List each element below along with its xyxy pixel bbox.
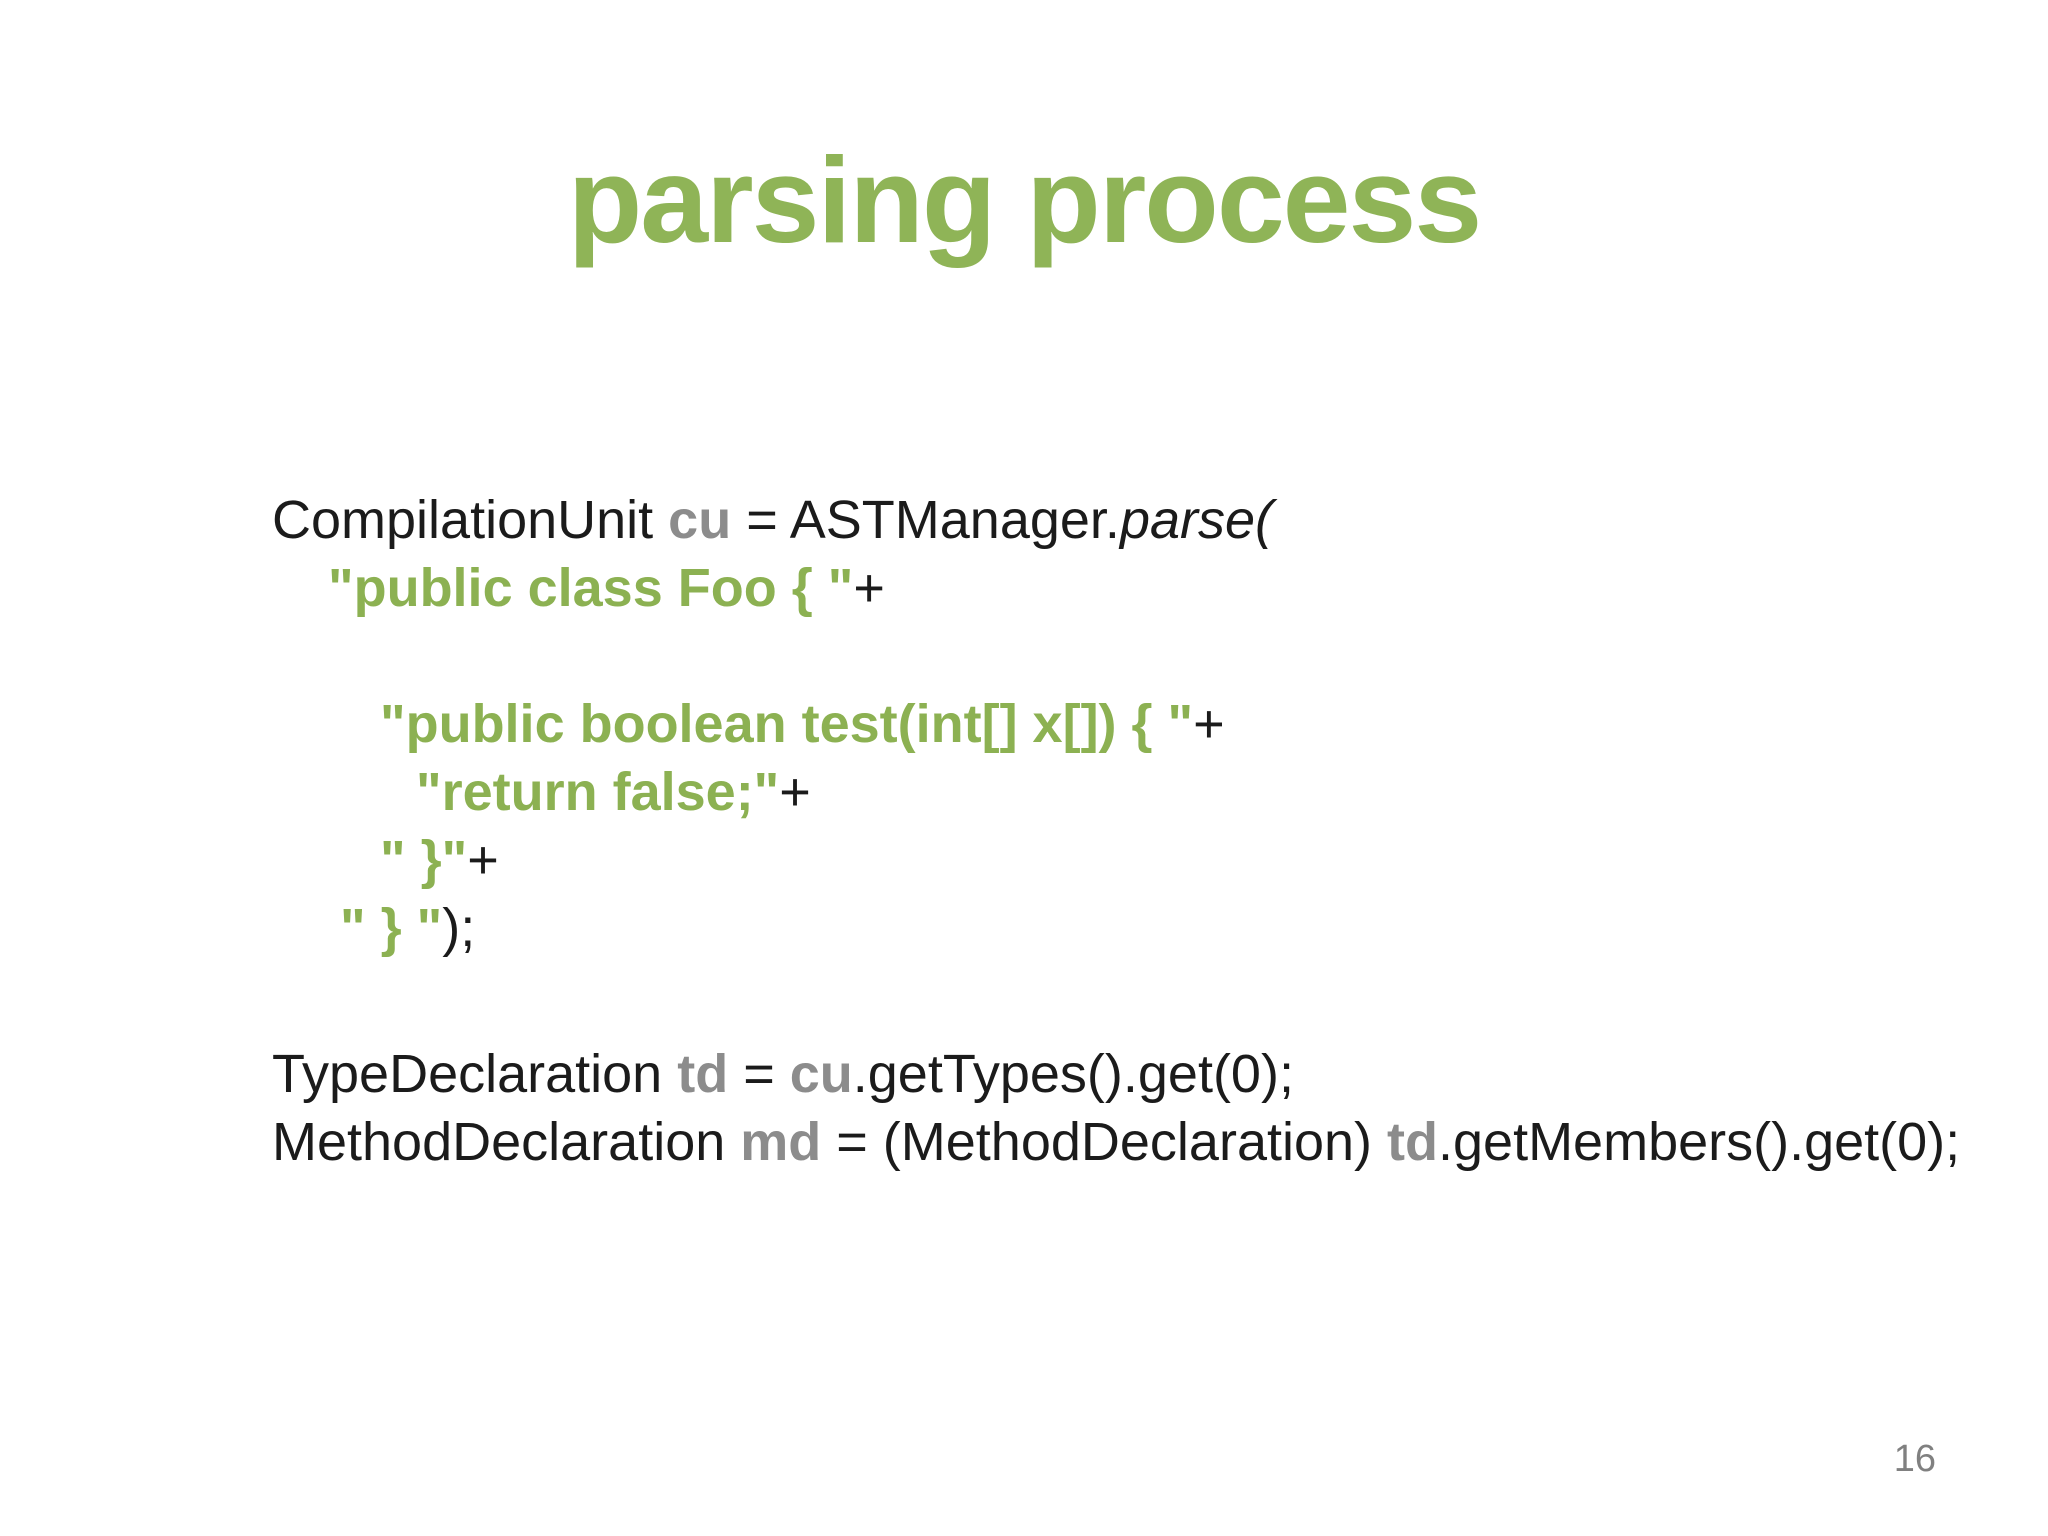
plus-operator: +: [1193, 694, 1225, 754]
code-block: CompilationUnit cu = ASTManager.parse( "…: [272, 486, 1960, 1176]
code-segment: .getTypes().get(0);: [852, 1044, 1294, 1104]
variable-cu: cu: [668, 490, 732, 550]
code-segment: .getMembers().get(0);: [1438, 1112, 1961, 1172]
code-segment: = (MethodDeclaration): [821, 1112, 1388, 1172]
string-literal: " }": [380, 830, 468, 890]
type-name: MethodDeclaration: [272, 1112, 741, 1172]
string-literal: " } ": [340, 898, 443, 958]
plus-operator: +: [467, 830, 499, 890]
string-literal: "public boolean test(int[] x[]) { ": [380, 694, 1194, 754]
string-literal: "return false;": [416, 762, 780, 822]
variable-td: td: [1387, 1112, 1438, 1172]
code-line-class-string: "public class Foo { "+: [272, 554, 1960, 622]
string-literal: "public class Foo { ": [328, 558, 854, 618]
code-line-compilation-unit: CompilationUnit cu = ASTManager.parse(: [272, 486, 1960, 554]
slide-title: parsing process: [567, 132, 1482, 268]
type-name: TypeDeclaration: [272, 1044, 678, 1104]
code-line-type-declaration: TypeDeclaration td = cu.getTypes().get(0…: [272, 1040, 1960, 1108]
code-line-method-declaration: MethodDeclaration md = (MethodDeclaratio…: [272, 1108, 1960, 1176]
blank-line: [272, 622, 1960, 690]
method-parse: parse(: [1119, 490, 1273, 550]
code-line-close-brace-outer: " } ");: [272, 894, 1960, 962]
plus-operator: +: [779, 762, 811, 822]
page-number: 16: [1893, 1438, 1936, 1480]
variable-cu: cu: [789, 1044, 853, 1104]
code-segment: = ASTManager.: [731, 490, 1120, 550]
code-segment: =: [728, 1044, 790, 1104]
plus-operator: +: [853, 558, 885, 618]
code-line-close-brace-inner: " }"+: [272, 826, 1960, 894]
blank-line: [272, 962, 1960, 1030]
code-line-method-string: "public boolean test(int[] x[]) { "+: [272, 690, 1960, 758]
type-name: CompilationUnit: [272, 490, 669, 550]
code-line-return-string: "return false;"+: [272, 758, 1960, 826]
variable-md: md: [740, 1112, 822, 1172]
close-paren-semicolon: );: [442, 898, 476, 958]
variable-td: td: [677, 1044, 729, 1104]
